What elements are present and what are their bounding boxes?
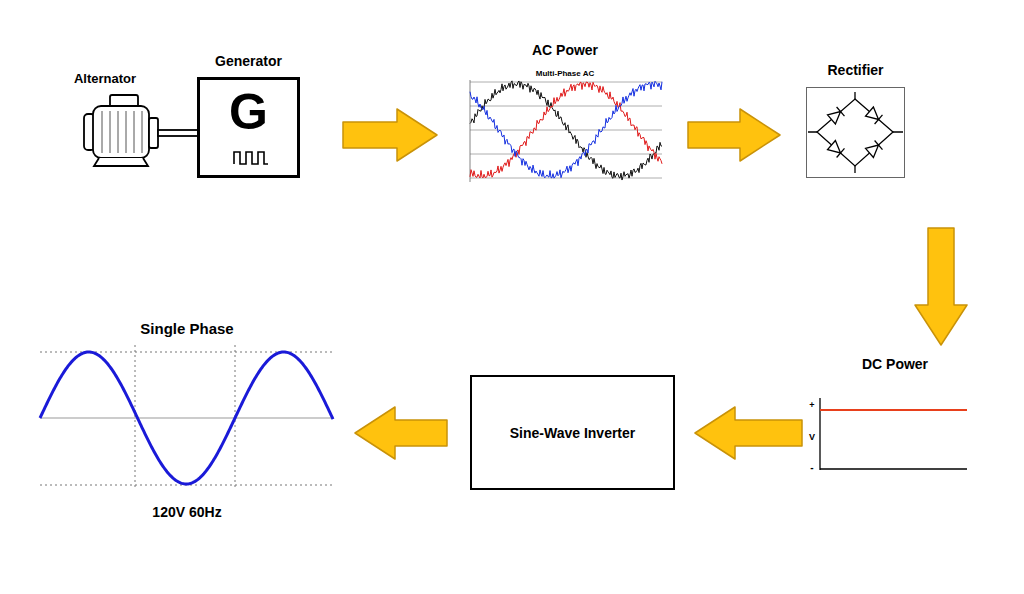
sine-wave (40, 352, 333, 484)
bridge-rectifier-symbol (808, 92, 903, 173)
generator-box: GeneratorG (197, 77, 300, 178)
diode-triangle (866, 141, 883, 158)
block-arrow (695, 407, 802, 459)
cooling-fins (102, 111, 142, 153)
node-text: G (229, 84, 268, 142)
diode-symbol (866, 141, 883, 158)
sine-plot-grid (40, 345, 333, 490)
block-arrow (688, 109, 780, 161)
phase-waveform (470, 82, 662, 178)
axis-line (820, 468, 967, 469)
node-heading: DC Power (862, 356, 928, 372)
axis-label: + (806, 400, 818, 410)
diode-triangle (828, 107, 845, 124)
grid-line (470, 106, 662, 107)
dc-level-line (820, 409, 967, 411)
grid-line (470, 178, 662, 179)
alternator-illustration (84, 95, 198, 166)
diode-symbol (866, 107, 883, 124)
diode-triangle (866, 107, 883, 124)
diode-bar (875, 115, 883, 124)
ac-chart-grid (470, 80, 662, 182)
dc-plot (820, 398, 967, 470)
diode-bar (837, 148, 845, 157)
motor-feet (94, 158, 148, 166)
inverter-box: Sine-Wave Inverter (470, 375, 675, 490)
phase-waveform (470, 81, 662, 178)
grid-line (470, 154, 662, 155)
node-heading: Generator (215, 53, 282, 69)
node-heading: Sine-Wave Inverter (510, 424, 636, 440)
motor-flange (149, 118, 158, 148)
block-arrow (355, 407, 447, 459)
ac-power-chart: AC PowerMulti-Phase AC (465, 42, 665, 184)
rectifier-box: Rectifier (806, 87, 905, 178)
axis-line (819, 398, 820, 470)
axis-label: V (806, 432, 818, 442)
motor-body (93, 106, 149, 158)
node-heading: AC Power (532, 42, 598, 58)
node-heading: Single Phase (140, 320, 233, 337)
node-text: Multi-Phase AC (536, 69, 594, 78)
zero-line (40, 418, 333, 419)
diode-triangle (828, 141, 845, 158)
diode-bar (875, 141, 883, 150)
motor-shaft (158, 130, 198, 136)
single-phase-chart: Single Phase 120V 60Hz (36, 320, 338, 520)
block-arrow (343, 109, 437, 161)
diode-symbol (828, 107, 845, 124)
part-name: Alternator (45, 72, 165, 87)
node-text: 120V 60Hz (152, 504, 221, 520)
axis-label: - (806, 462, 818, 474)
dc-power-chart: DC Power (806, 356, 984, 474)
diode-bar (837, 107, 845, 116)
grid-line (470, 82, 662, 83)
diode-symbol (828, 141, 845, 158)
ac-waveforms (470, 81, 662, 180)
bridge-leads (808, 92, 903, 173)
square-wave-symbol (234, 152, 268, 164)
bridge-wires (817, 99, 893, 166)
phase-waveform (470, 81, 662, 180)
block-arrow (915, 228, 967, 345)
sine-waveform (40, 352, 333, 484)
node-heading: Rectifier (827, 62, 883, 78)
